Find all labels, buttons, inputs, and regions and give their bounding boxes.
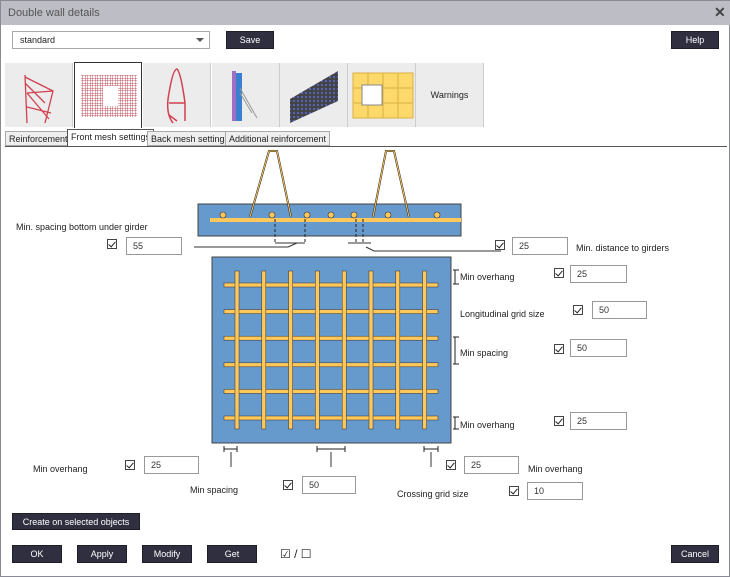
longitudinal-spacing-checkbox[interactable] (554, 344, 564, 354)
right-overhang-checkbox[interactable] (446, 460, 456, 470)
help-button[interactable]: Help (671, 31, 719, 49)
longitudinal-bar (223, 389, 439, 394)
spacing-under-girder-label: Min. spacing bottom under girder (16, 222, 148, 232)
distance-to-girders-label: Min. distance to girders (576, 243, 670, 253)
longitudinal-grid-input[interactable]: 50 (592, 301, 647, 319)
crossing-bar (288, 270, 293, 430)
girder-tab[interactable] (5, 63, 73, 127)
tab-divider (5, 146, 727, 147)
distance-to-girders-checkbox[interactable] (495, 240, 505, 250)
title-bar: Double wall details ✕ (1, 1, 730, 25)
crossing-bar (341, 270, 347, 430)
crossing-grid-checkbox[interactable] (509, 486, 519, 496)
crossing-grid-input[interactable]: 10 (527, 482, 583, 500)
left-overhang-checkbox[interactable] (125, 460, 135, 470)
girder-icon (24, 74, 54, 124)
toggle-all-checkboxes[interactable]: ☑ / ☐ (280, 547, 312, 561)
bottom-overhang-input[interactable]: 25 (570, 412, 627, 430)
apply-button[interactable]: Apply (77, 545, 127, 563)
ok-button[interactable]: OK (12, 545, 62, 563)
longitudinal-bar (223, 282, 439, 288)
longitudinal-grid-checkbox[interactable] (573, 305, 583, 315)
tab-front-mesh-settings[interactable]: Front mesh settings (67, 129, 155, 147)
modify-button[interactable]: Modify (142, 545, 192, 563)
preset-dropdown[interactable]: standard (12, 31, 210, 49)
front-mesh-tab[interactable] (74, 62, 142, 128)
left-overhang-label: Min overhang (33, 464, 88, 474)
wall-panel-icon (290, 71, 338, 123)
back-mesh-tab[interactable] (212, 63, 280, 127)
crossing-grid-label: Crossing grid size (397, 489, 469, 499)
warnings-tab[interactable]: Warnings (416, 63, 484, 127)
crossing-bar (422, 270, 427, 430)
save-button[interactable]: Save (226, 31, 274, 49)
mesh-diagram (194, 150, 501, 467)
crossing-bar (315, 270, 320, 430)
longitudinal-spacing-input[interactable]: 50 (570, 339, 627, 357)
get-button[interactable]: Get (207, 545, 257, 563)
bottom-overhang-label: Min overhang (460, 420, 515, 430)
stirrup-tab[interactable] (143, 63, 211, 127)
spacing-under-girder-checkbox[interactable] (107, 239, 117, 249)
opening-icon (352, 72, 414, 119)
longitudinal-grid-label: Longitudinal grid size (460, 309, 545, 319)
front-mesh-icon (81, 75, 137, 117)
warnings-label: Warnings (430, 90, 469, 100)
longitudinal-bar (223, 415, 439, 421)
longitudinal-spacing-label: Min spacing (460, 348, 509, 358)
chevron-down-icon (196, 38, 204, 42)
crossing-bar (395, 270, 401, 430)
right-overhang-input[interactable]: 25 (464, 456, 519, 474)
wall-panel-tab[interactable] (280, 63, 348, 127)
tab-additional-reinforcement[interactable]: Additional reinforcement (225, 131, 331, 146)
opening-tab[interactable] (348, 63, 416, 127)
crossing-bar (261, 270, 267, 430)
longitudinal-bar (223, 362, 439, 368)
distance-to-girders-input[interactable]: 25 (512, 237, 568, 255)
crossing-bar (234, 270, 240, 430)
longitudinal-bar (223, 309, 439, 314)
top-overhang-input[interactable]: 25 (570, 265, 627, 283)
close-icon[interactable]: ✕ (714, 4, 726, 20)
preset-value: standard (20, 35, 56, 45)
top-overhang-checkbox[interactable] (554, 268, 564, 278)
stirrup-icon (166, 68, 186, 124)
top-overhang-label: Min overhang (460, 272, 515, 282)
tab-back-mesh-settings[interactable]: Back mesh settings (147, 131, 234, 146)
tab-reinforcement[interactable]: Reinforcement (5, 131, 72, 146)
cross-spacing-label: Min spacing (190, 485, 239, 495)
spacing-under-girder-input[interactable]: 55 (126, 237, 182, 255)
left-overhang-input[interactable]: 25 (144, 456, 199, 474)
cross-spacing-input[interactable]: 50 (302, 476, 356, 494)
back-mesh-icon (232, 71, 258, 121)
create-on-selected-button[interactable]: Create on selected objects (12, 513, 140, 530)
crossing-bar (368, 270, 374, 430)
bottom-overhang-checkbox[interactable] (554, 416, 564, 426)
longitudinal-bar (223, 335, 439, 341)
right-overhang-label: Min overhang (528, 464, 583, 474)
cancel-button[interactable]: Cancel (671, 545, 719, 563)
window-title: Double wall details (8, 7, 100, 19)
cross-spacing-checkbox[interactable] (283, 480, 293, 490)
